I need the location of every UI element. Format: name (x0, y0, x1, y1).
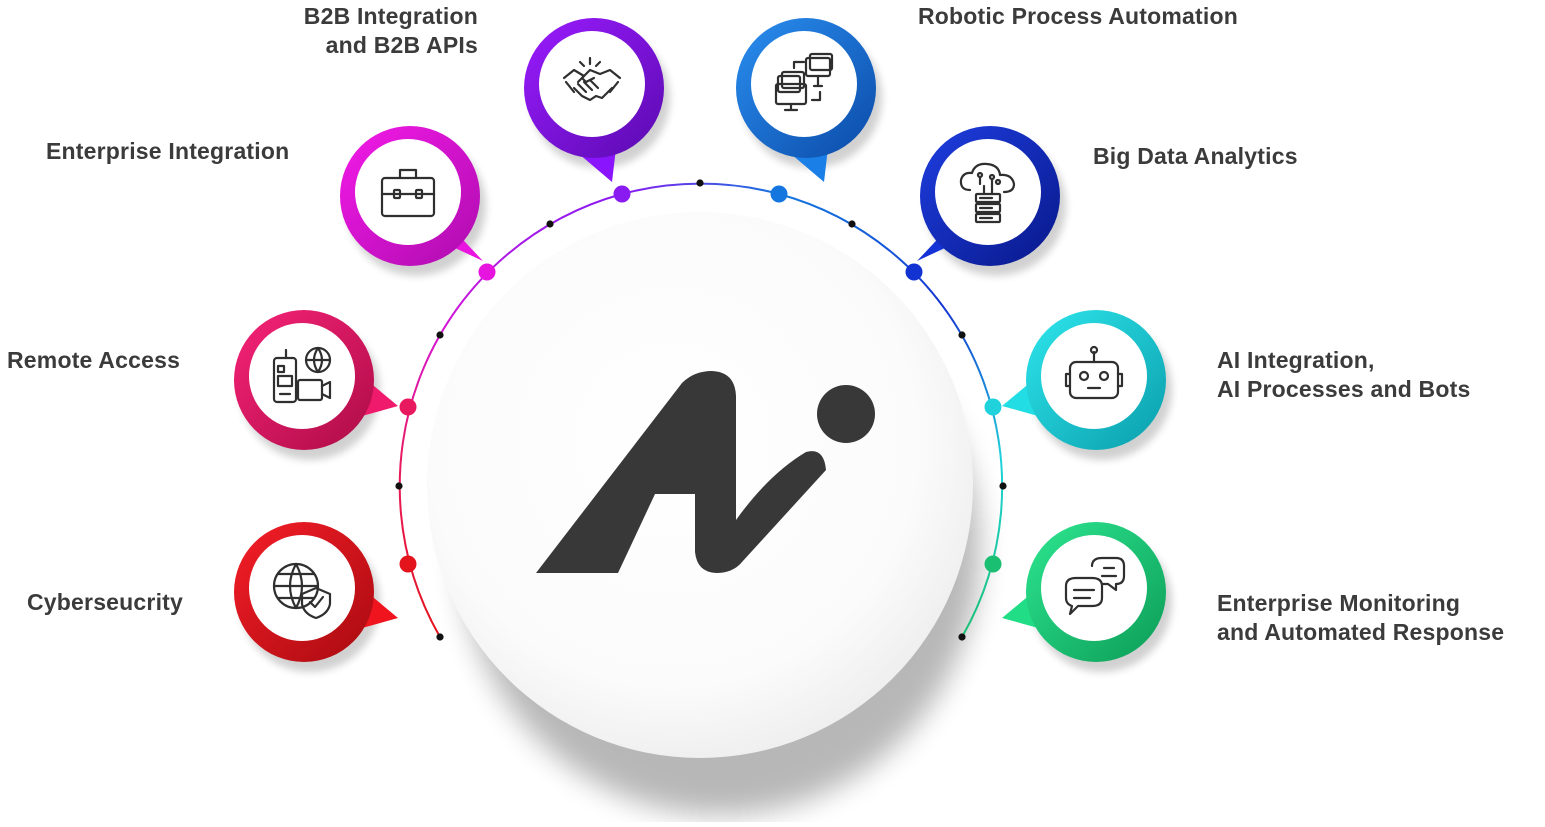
chat-bubbles-icon (1064, 556, 1126, 616)
arc-tick-dot (958, 633, 966, 641)
node-marker-dot (399, 555, 417, 573)
node-marker-monitoring (984, 555, 1002, 573)
globe-shield-icon (272, 562, 332, 620)
ai-logo (536, 371, 875, 573)
arc-tick-dot (958, 331, 966, 339)
node-badge-remote-access[interactable] (234, 310, 398, 460)
node-marker-dot (399, 398, 417, 416)
briefcase-icon (380, 168, 436, 218)
label-b2b-integration: B2B Integration and B2B APIs (240, 2, 478, 60)
label-ai-line-2: AI Processes and Bots (1217, 376, 1471, 402)
label-cybersecurity: Cyberseucrity (27, 588, 183, 617)
node-marker-dot (984, 555, 1002, 573)
label-monitoring-line-1: Enterprise Monitoring (1217, 590, 1461, 616)
node-badge-monitoring[interactable] (1002, 522, 1172, 672)
node-badge-ai-integration[interactable] (1002, 310, 1172, 460)
node-marker-ai-integration (984, 398, 1002, 416)
node-marker-enterprise-integration (478, 263, 496, 281)
monitors-icon (774, 52, 834, 112)
node-badge-b2b[interactable] (524, 18, 670, 182)
ai-logo-dot (817, 385, 875, 443)
cloud-server-icon (959, 162, 1016, 224)
remote-devices-icon (272, 346, 332, 404)
label-rpa-line-1: Robotic Process Automation (918, 3, 1238, 29)
node-marker-big-data (905, 263, 923, 281)
arc-tick-dot (999, 482, 1007, 490)
label-big-data-line-1: Big Data Analytics (1093, 143, 1298, 169)
node-marker-cybersecurity (399, 555, 417, 573)
node-marker-dot (905, 263, 923, 281)
badge-inner-disc (355, 139, 461, 245)
label-b2b-line-2: and B2B APIs (325, 32, 478, 58)
node-marker-dot (478, 263, 496, 281)
arc-tick-dot (848, 220, 856, 228)
label-enterprise-line-1: Enterprise Integration (46, 138, 290, 164)
node-badge-cybersecurity[interactable] (234, 522, 398, 672)
label-ai-integration: AI Integration, AI Processes and Bots (1217, 346, 1470, 404)
node-marker-dot (613, 185, 631, 203)
label-cyber-line-1: Cyberseucrity (27, 589, 184, 615)
arc-tick-dot (395, 482, 403, 490)
badge-inner-disc (1041, 323, 1147, 429)
arc-tick-dot (696, 179, 704, 187)
label-robotic-process-automation: Robotic Process Automation (918, 2, 1238, 31)
arc-tick-dots (395, 179, 1007, 641)
label-remote-line-1: Remote Access (7, 347, 181, 373)
label-big-data-analytics: Big Data Analytics (1093, 142, 1298, 171)
node-marker-rpa (770, 185, 788, 203)
label-enterprise-monitoring: Enterprise Monitoring and Automated Resp… (1217, 589, 1504, 647)
badge-inner-disc (1041, 535, 1147, 641)
label-enterprise-integration: Enterprise Integration (46, 137, 289, 166)
node-badge-rpa[interactable] (736, 18, 882, 182)
badge-inner-disc (249, 323, 355, 429)
handshake-icon (562, 56, 622, 102)
node-marker-dot (984, 398, 1002, 416)
badge-inner-disc (539, 31, 645, 137)
node-marker-remote-access (399, 398, 417, 416)
node-badge-big-data[interactable] (917, 126, 1066, 276)
arc-tick-dot (436, 331, 444, 339)
label-monitoring-line-2: and Automated Response (1217, 619, 1505, 645)
arc-tick-dot (546, 220, 554, 228)
label-ai-line-1: AI Integration, (1217, 347, 1375, 373)
node-badge-enterprise-integration[interactable] (340, 126, 486, 276)
node-marker-b2b (613, 185, 631, 203)
arc-tick-dot (436, 633, 444, 641)
label-remote-access: Remote Access (7, 346, 180, 375)
node-marker-dot (770, 185, 788, 203)
robot-icon (1064, 345, 1124, 400)
label-b2b-line-1: B2B Integration (303, 3, 478, 29)
badge-inner-disc (935, 139, 1041, 245)
ai-logo-a-shape (536, 371, 826, 573)
